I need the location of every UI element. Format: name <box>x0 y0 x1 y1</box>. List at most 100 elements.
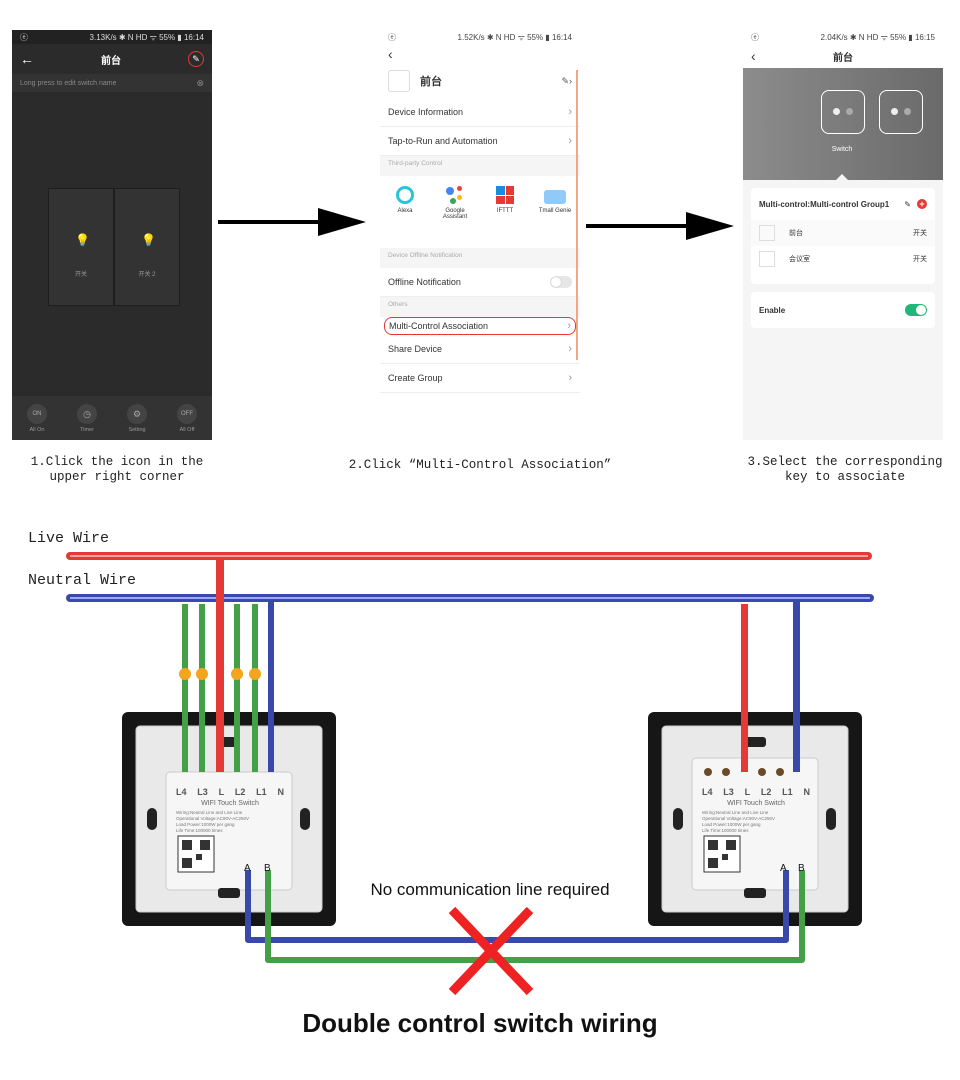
timer-button[interactable]: ◷ Timer <box>77 403 97 433</box>
menu-label: Offline Notification <box>388 277 461 287</box>
enable-toggle[interactable] <box>905 304 927 316</box>
item-value: 开关 <box>913 230 927 237</box>
spec-line: Life Time:100000 times <box>702 828 749 833</box>
diagram-title: Double control switch wiring <box>302 1008 658 1038</box>
arrow-right-icon <box>218 208 366 236</box>
right-terminal-labels: L4 L3 L L2 L1 N <box>702 787 810 797</box>
edit-icon[interactable]: ✎ <box>188 51 204 67</box>
menu-tap-to-run[interactable]: Tap-to-Run and Automation› <box>380 127 580 156</box>
ifttt-item[interactable]: IFTTT <box>483 182 527 248</box>
left-terminal-labels: L4 L3 L L2 L1 N <box>176 787 284 797</box>
no-communication-label: No communication line required <box>370 880 610 899</box>
group-item[interactable]: 前台 开关 <box>751 220 935 246</box>
device-header[interactable]: 前台 ✎› <box>380 64 580 98</box>
section-title: Third-party Control <box>380 156 580 176</box>
add-icon[interactable]: + <box>917 199 927 209</box>
switch-label: 开关 <box>74 272 87 278</box>
menu-multi-control-association[interactable]: Multi-Control Association› <box>384 317 576 335</box>
spec-line: Operational Voltage:AC90V-AC250V <box>176 816 250 821</box>
ab-connection-wires <box>245 870 805 963</box>
menu-share-device[interactable]: Share Device› <box>380 335 580 364</box>
switch-panel: 💡 开关 💡 开关 2 <box>48 188 180 306</box>
bulb-icon: 💡 <box>141 233 156 247</box>
no-line-cross-icon <box>448 906 534 996</box>
terminal-label: L <box>218 787 225 797</box>
all-off-button[interactable]: OFF All Off <box>177 403 197 433</box>
switch-gang-2[interactable]: 💡 开关 2 <box>115 189 179 305</box>
live-wire-label: Live Wire <box>28 530 110 547</box>
switch-key-1[interactable] <box>821 90 865 134</box>
chevron-right-icon: › <box>568 343 572 355</box>
status-bar: ⓔ 2.04K/s ✱ N HD ᯤ 55% ▮ 16:15 <box>743 30 943 44</box>
google-assistant-item[interactable]: Google Assistant <box>433 182 477 248</box>
alexa-item[interactable]: Alexa <box>383 182 427 248</box>
chevron-right-icon: › <box>568 372 572 384</box>
step-1-caption: 1.Click the icon in the upper right corn… <box>30 455 204 484</box>
back-arrow-icon[interactable]: ‹ <box>751 48 756 64</box>
right-switch-wires <box>741 602 800 772</box>
third-party-label: Google Assistant <box>442 208 468 220</box>
google-assistant-icon <box>444 184 466 206</box>
enable-row: Enable <box>751 292 935 328</box>
menu-label: Tap-to-Run and Automation <box>388 136 498 146</box>
hint-bar: Long press to edit switch name ⊗ <box>12 74 212 92</box>
bulb-icon: 💡 <box>75 233 90 247</box>
status-bar: ⓔ 1.52K/s ✱ N HD ᯤ 55% ▮ 16:14 <box>380 30 580 44</box>
status-bar: ⓔ 3.13K/s ✱ N HD ᯤ 55% ▮ 16:14 <box>12 30 212 44</box>
spec-line: Life Time:100000 times <box>176 828 223 833</box>
third-party-label: IFTTT <box>496 208 514 214</box>
switch-preview: Switch <box>743 68 943 181</box>
device-thumbnail <box>759 251 775 267</box>
switch-label: 开关 2 <box>138 272 156 278</box>
setting-button[interactable]: ⚙ Setting <box>127 403 147 433</box>
item-value: 开关 <box>913 256 927 263</box>
device-thumbnail <box>388 70 410 92</box>
device-name: 前台 <box>420 76 442 88</box>
terminal-b-label: B <box>798 863 805 874</box>
status-right: 2.04K/s ✱ N HD ᯤ 55% ▮ 16:15 <box>820 32 935 42</box>
terminal-label: L3 <box>197 787 208 797</box>
pointer-triangle <box>835 174 849 181</box>
spec-line: Load Power:1000W per gang <box>176 822 235 827</box>
back-arrow-icon[interactable]: ← <box>20 51 34 67</box>
back-arrow-icon[interactable]: ‹ <box>388 46 393 62</box>
switch-caption: Switch <box>831 146 853 153</box>
terminal-label: L4 <box>702 787 713 797</box>
all-on-button[interactable]: ON All On <box>27 403 47 433</box>
enable-label: Enable <box>759 305 786 315</box>
toolbar-label: Setting <box>128 426 146 433</box>
menu-create-group[interactable]: Create Group› <box>380 364 580 393</box>
switch-gang-1[interactable]: 💡 开关 <box>49 189 113 305</box>
phone-screen-3: ⓔ 2.04K/s ✱ N HD ᯤ 55% ▮ 16:15 ‹ 前台 Swit… <box>743 30 943 440</box>
close-icon[interactable]: ⊗ <box>196 77 204 88</box>
arrow-right-icon <box>586 212 734 240</box>
edit-icon[interactable]: ✎› <box>561 75 572 86</box>
status-right: 1.52K/s ✱ N HD ᯤ 55% ▮ 16:14 <box>457 32 572 42</box>
terminal-label: L2 <box>234 787 246 797</box>
terminal-label: N <box>803 787 810 797</box>
group-header: Multi-control:Multi-control Group1 ✎ + <box>751 188 935 220</box>
terminal-label: N <box>277 787 284 797</box>
bottom-toolbar: ON All On ◷ Timer ⚙ Setting OFF All Off <box>12 396 212 440</box>
spec-line: Operational Voltage:AC90V-AC250V <box>702 816 776 821</box>
status-left: ⓔ <box>388 32 396 42</box>
terminal-a-label: A <box>244 863 251 874</box>
scrollbar[interactable] <box>576 70 578 360</box>
terminal-label: L2 <box>760 787 772 797</box>
group-item[interactable]: 会议室 开关 <box>751 246 935 272</box>
status-left: ⓔ <box>751 32 759 42</box>
toolbar-label: Timer <box>80 426 94 433</box>
third-party-list: Alexa Google Assistant IFTTT Tmall Genie <box>380 176 580 248</box>
third-party-label: Alexa <box>397 208 413 214</box>
app-header: ← 前台 ✎ <box>12 44 212 74</box>
toolbar-label: All On <box>29 426 45 433</box>
terminal-label: L1 <box>256 787 267 797</box>
tmall-genie-item[interactable]: Tmall Genie <box>533 182 577 248</box>
third-party-label: Tmall Genie <box>538 208 572 214</box>
edit-icon[interactable]: ✎ <box>904 199 911 209</box>
offline-toggle[interactable] <box>550 276 572 288</box>
step-arrows <box>218 208 734 240</box>
switch-key-2[interactable] <box>879 90 923 134</box>
menu-device-information[interactable]: Device Information› <box>380 98 580 127</box>
spec-line: Wiring:Neutral Line and Live Line <box>176 810 243 815</box>
